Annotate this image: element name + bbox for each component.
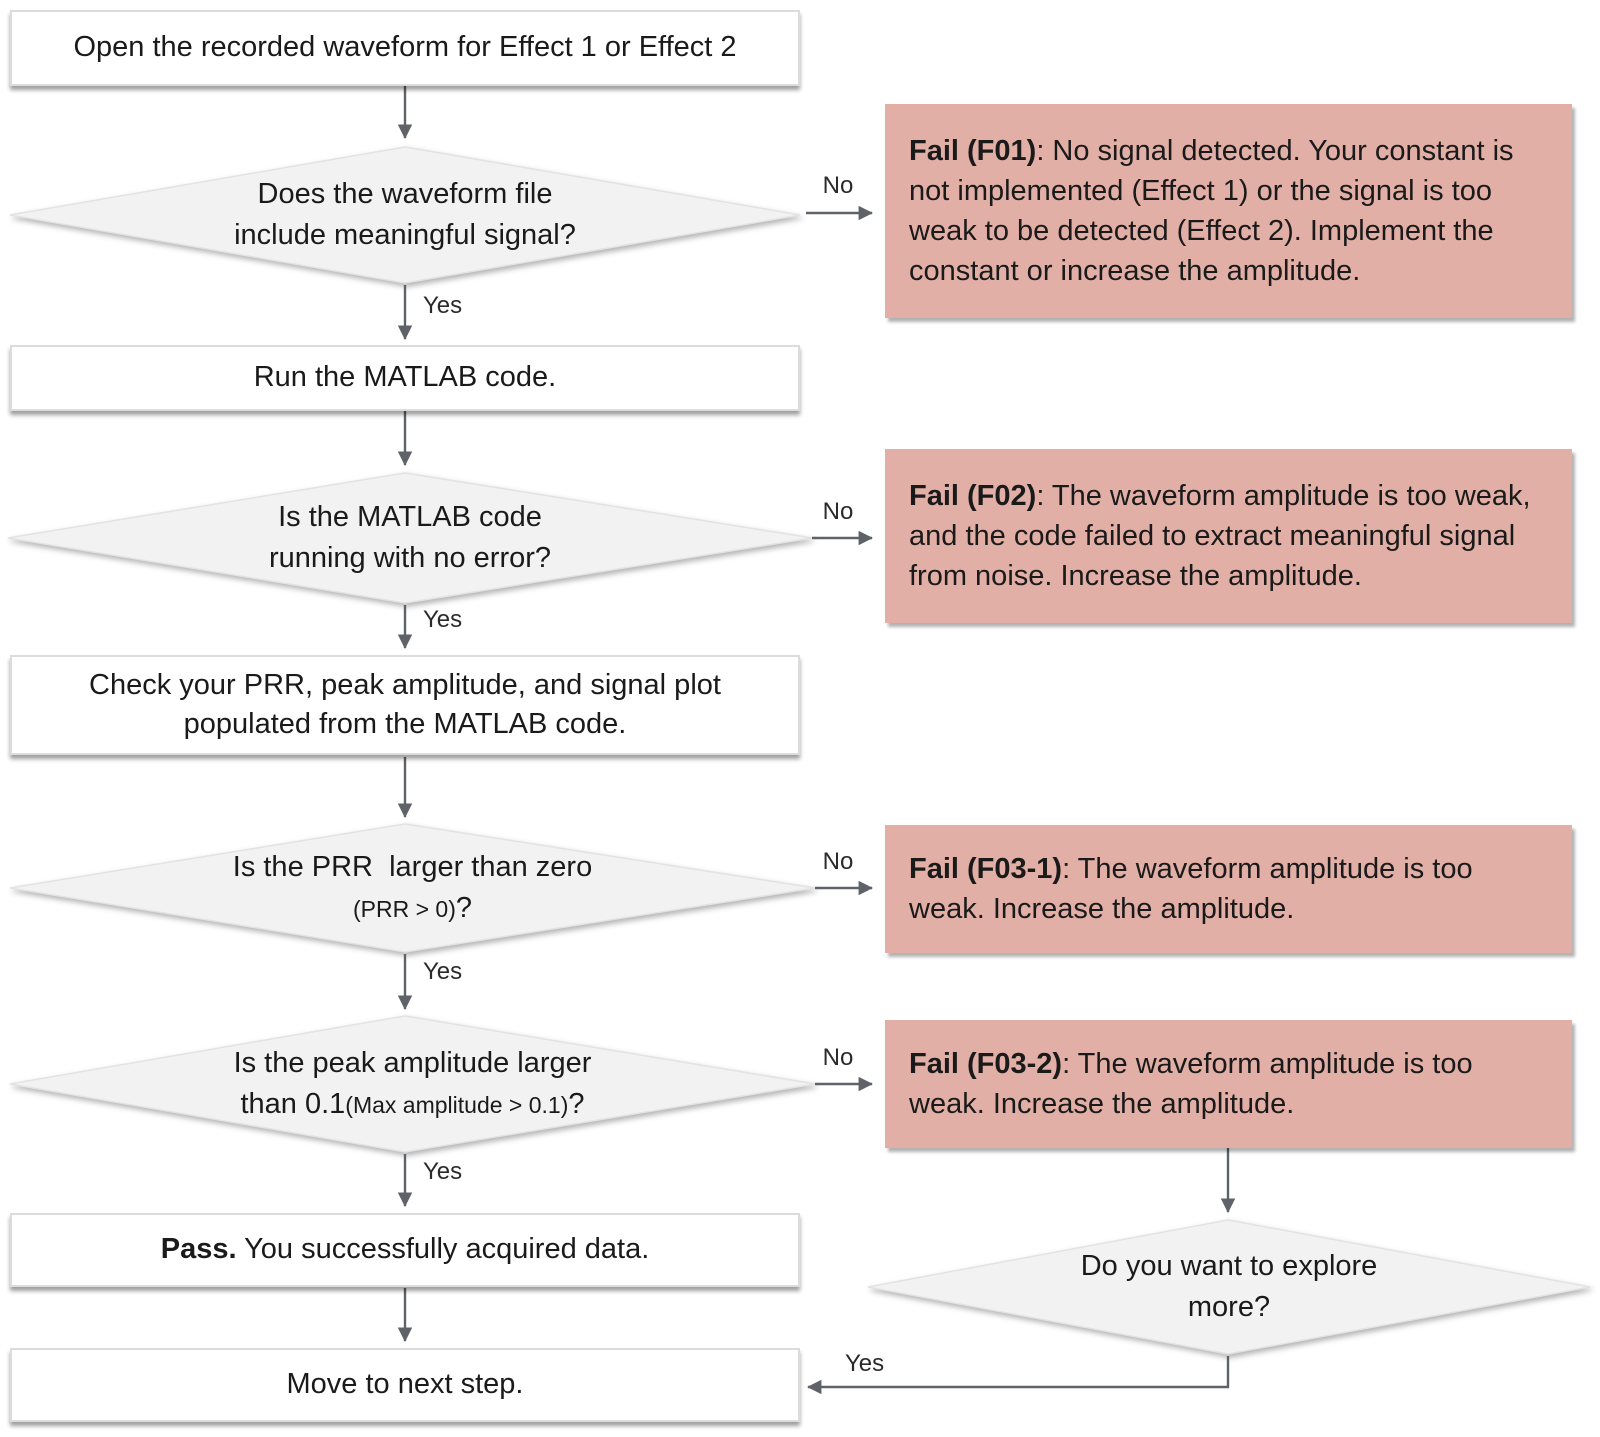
fail-f03-2-title: Fail (F03-2) xyxy=(909,1047,1063,1080)
node-check-prr-line1: Check your PRR, peak amplitude, and sign… xyxy=(89,668,721,701)
fail-f03-1-body: : The waveform amplitude is too weak. In… xyxy=(909,852,1473,925)
fail-f01-text: Fail (F01): No signal detected. Your con… xyxy=(909,131,1548,291)
node-move-next-step-label: Move to next step. xyxy=(286,1368,524,1401)
node-fail-f03-2: Fail (F03-2): The waveform amplitude is … xyxy=(885,1020,1572,1148)
node-run-matlab: Run the MATLAB code. xyxy=(10,345,800,411)
fail-f02-text: Fail (F02): The waveform amplitude is to… xyxy=(909,476,1548,596)
fail-f03-1-title: Fail (F03-1) xyxy=(909,852,1063,885)
fail-f01-title: Fail (F01) xyxy=(909,134,1037,167)
decision-diamond-prr xyxy=(9,823,816,953)
node-open-waveform: Open the recorded waveform for Effect 1 … xyxy=(10,10,800,86)
node-check-prr: Check your PRR, peak amplitude, and sign… xyxy=(10,655,800,755)
decision-diamond-signal xyxy=(9,146,801,284)
edge-label-yes-3: Yes xyxy=(423,958,463,985)
node-move-next-step: Move to next step. xyxy=(10,1348,800,1422)
fail-f03-1-text: Fail (F03-1): The waveform amplitude is … xyxy=(909,849,1548,929)
fail-f03-2-body: : The waveform amplitude is too weak. In… xyxy=(909,1047,1473,1120)
edge-label-no-2: No xyxy=(822,498,854,525)
edge-label-yes-4: Yes xyxy=(423,1158,463,1185)
node-check-prr-line2: populated from the MATLAB code. xyxy=(183,708,627,740)
node-fail-f01: Fail (F01): No signal detected. Your con… xyxy=(885,104,1572,318)
node-pass-label: Pass. You successfully acquired data. xyxy=(161,1230,650,1269)
node-open-waveform-label: Open the recorded waveform for Effect 1 … xyxy=(73,31,737,64)
fail-f02-title: Fail (F02) xyxy=(909,479,1037,512)
node-run-matlab-label: Run the MATLAB code. xyxy=(253,361,557,394)
fail-f03-2-text: Fail (F03-2): The waveform amplitude is … xyxy=(909,1044,1548,1124)
pass-body: You successfully acquired data. xyxy=(244,1233,650,1266)
decision-diamond-peak-amplitude xyxy=(9,1015,816,1153)
edge-explore-yes-move xyxy=(807,1356,1230,1395)
edge-label-no-3: No xyxy=(822,848,854,875)
node-pass: Pass. You successfully acquired data. xyxy=(10,1213,800,1287)
edge-label-yes-2: Yes xyxy=(423,606,463,633)
pass-title: Pass. xyxy=(160,1233,237,1266)
edge-label-no-1: No xyxy=(822,172,854,199)
node-fail-f02: Fail (F02): The waveform amplitude is to… xyxy=(885,449,1572,623)
edge-label-yes-5: Yes xyxy=(845,1350,885,1377)
fail-f02-body: : The waveform amplitude is too weak, an… xyxy=(909,479,1531,592)
fail-f01-body: : No signal detected. Your constant is n… xyxy=(909,134,1514,288)
decision-diamond-no-error xyxy=(7,472,813,604)
decision-diamond-explore-more xyxy=(867,1219,1591,1355)
edge-label-yes-1: Yes xyxy=(423,292,463,319)
edge-label-no-4: No xyxy=(822,1044,854,1071)
node-fail-f03-1: Fail (F03-1): The waveform amplitude is … xyxy=(885,825,1572,953)
